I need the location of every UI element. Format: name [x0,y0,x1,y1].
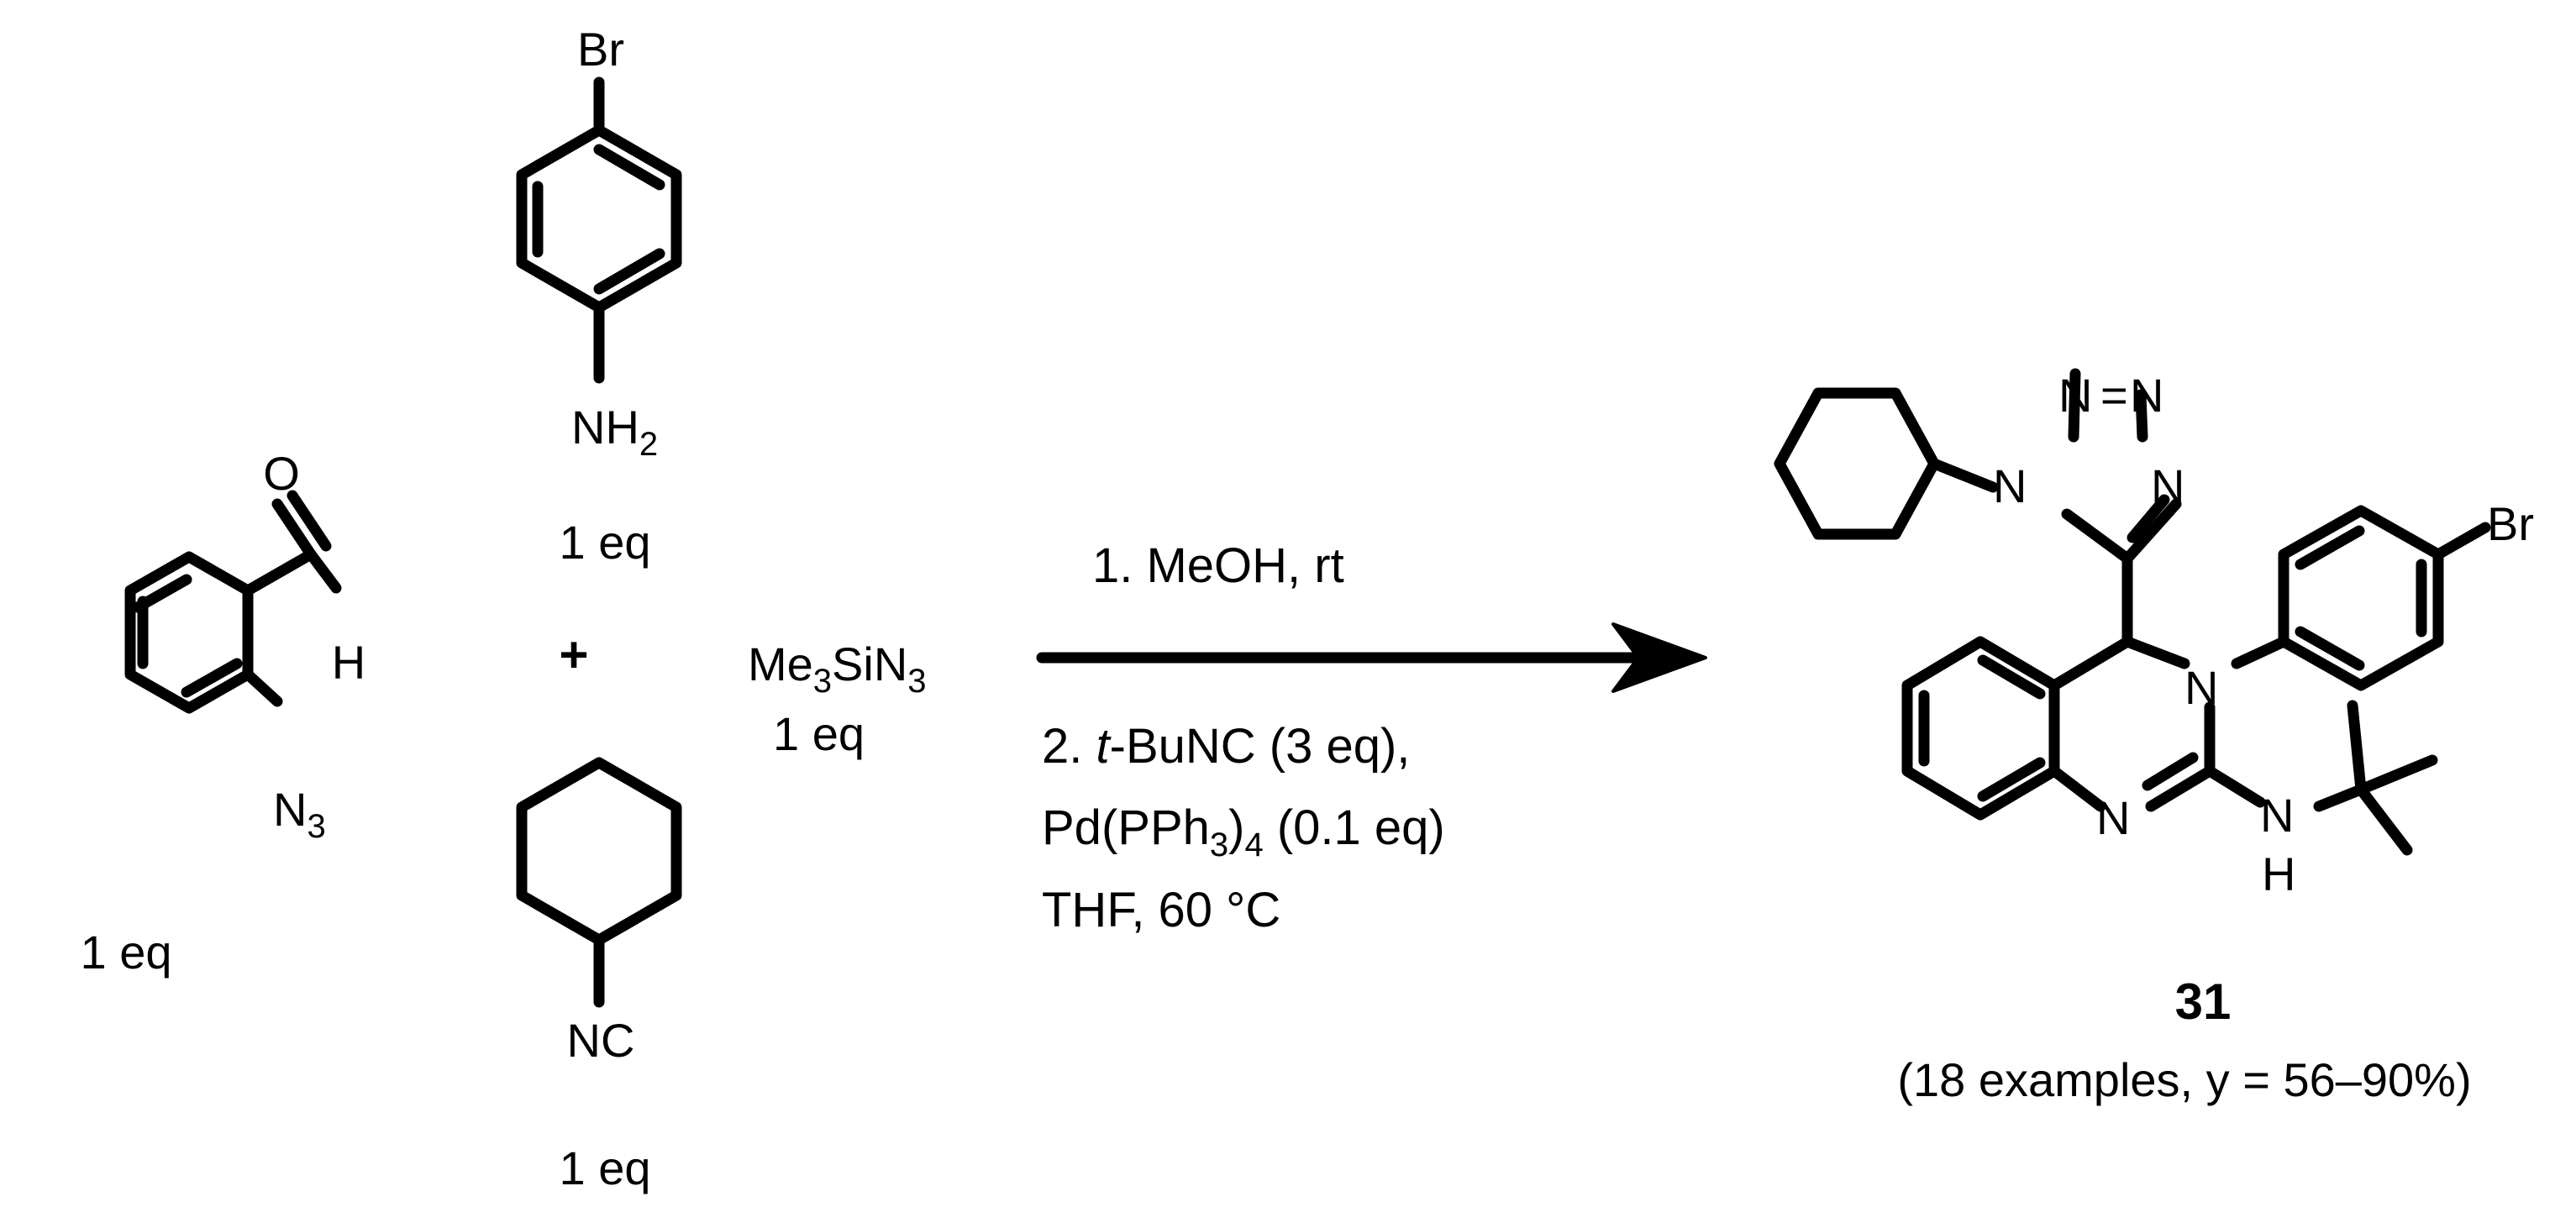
tms-sub2: 3 [907,663,926,700]
tmsazide-label: Me3SiN3 [748,638,927,700]
aldehyde-oxygen-label: O [263,447,300,500]
azidobenzaldehyde-structure [124,490,342,714]
tms-sin: SiN [832,638,907,690]
amine-subscript: 2 [639,426,658,463]
compound-number: 31 [2175,973,2232,1030]
condition-catalyst: Pd(PPh3)4 (0.1 eq) [1042,800,1445,863]
aniline-equiv: 1 eq [560,516,651,569]
condition-step1: 1. MeOH, rt [1092,538,1344,593]
azide-subscript: 3 [307,808,325,845]
condition-step2: 2. t-BuNC (3 eq), [1042,719,1410,774]
product-h-amine: H [2262,848,2295,900]
tms-sub1: 3 [813,663,832,700]
step2-prefix: 2. [1042,719,1096,774]
product-structure [1774,368,2491,856]
amine-nh: NH [571,401,639,454]
pd-sub1: 3 [1210,827,1228,863]
product-n-top1: N [2058,369,2092,422]
azide-label: N3 [273,783,326,845]
plus-sign: + [559,627,588,683]
pd-sub2: 4 [1244,827,1263,863]
product-n3: N [2184,661,2218,714]
product-n-top2: N [2130,369,2163,422]
tmsazide-equiv: 1 eq [773,707,865,760]
product-n1: N [1993,459,2027,512]
product-n-ring: N [2096,791,2130,844]
yield-text: (18 examples, y = 56–90%) [1897,1053,2471,1106]
aldehyde-hydrogen-label: H [332,636,365,689]
isocyanide-equiv: 1 eq [560,1141,651,1194]
product-n-amine: N [2260,789,2294,842]
aniline-amine-label: NH2 [571,401,658,463]
step2-rest: -BuNC (3 eq), [1110,719,1411,774]
bromoaniline-structure [516,76,682,384]
product-n-right: N [2151,459,2184,512]
cyclohexyl-isocyanide-structure [516,757,682,1008]
pd-c: (0.1 eq) [1264,800,1445,855]
product-n-double-bond: = [2100,369,2128,422]
product-bromine: Br [2487,497,2534,550]
azide-n: N [273,783,307,836]
pd-a: Pd(PPh [1042,800,1210,855]
tms-me: Me [748,638,813,690]
isocyanide-label: NC [567,1014,635,1067]
step2-italic: t [1096,719,1112,774]
aldehyde-equiv: 1 eq [81,926,172,979]
reaction-arrow[interactable] [1036,622,1707,693]
condition-step3: THF, 60 °C [1042,883,1280,937]
aniline-bromine-label: Br [577,23,624,76]
pd-b: ) [1228,800,1244,855]
